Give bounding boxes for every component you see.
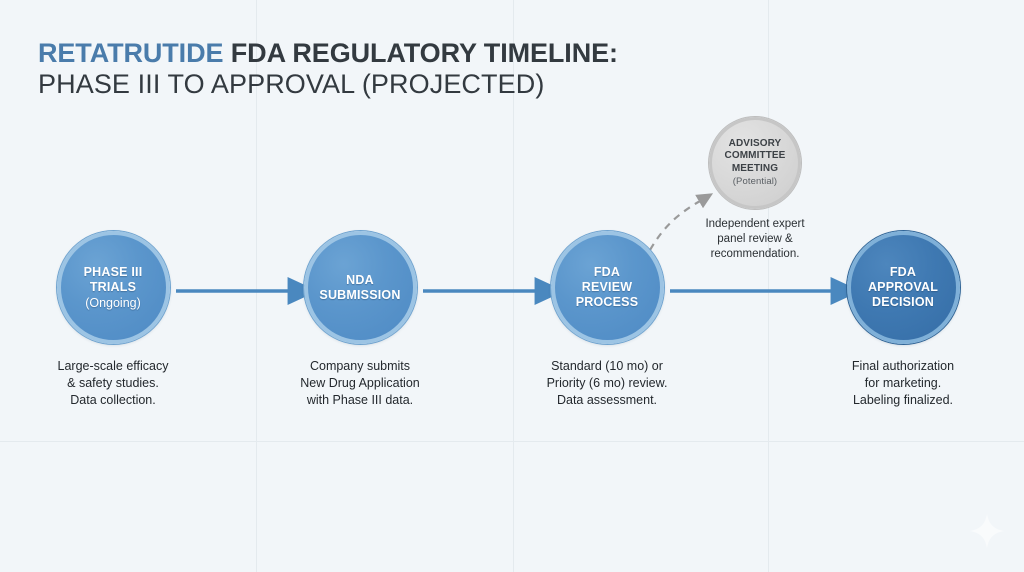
- node-fda-approval-decision[interactable]: FDA APPROVAL DECISION Final authorizatio…: [803, 231, 1003, 409]
- title-line-1: RETATRUTIDE FDA REGULATORY TIMELINE:: [38, 38, 618, 69]
- node-nda-submission[interactable]: NDA SUBMISSION Company submits New Drug …: [260, 231, 460, 409]
- node-label-text: FDA APPROVAL DECISION: [867, 265, 939, 309]
- node-fda-review-process[interactable]: FDA REVIEW PROCESS Standard (10 mo) or P…: [507, 231, 707, 409]
- advisory-caption: Independent expert panel review & recomm…: [705, 218, 805, 260]
- node-circle[interactable]: FDA REVIEW PROCESS: [550, 231, 664, 344]
- node-label-text: FDA REVIEW PROCESS: [575, 265, 639, 309]
- title-brand: RETATRUTIDE: [38, 38, 224, 68]
- node-advisory-committee-meeting[interactable]: ADVISORY COMMITTEE MEETING (Potential) I…: [665, 117, 845, 262]
- node-label-text: PHASE III TRIALS: [83, 264, 143, 294]
- advisory-label: ADVISORY COMMITTEE MEETING (Potential): [725, 138, 786, 189]
- sparkle-icon: [969, 513, 1005, 549]
- title-line-1-rest: FDA REGULATORY TIMELINE:: [223, 38, 618, 68]
- advisory-label-text: ADVISORY COMMITTEE MEETING: [724, 137, 786, 174]
- node-label: FDA APPROVAL DECISION: [862, 265, 944, 310]
- node-label-text: NDA SUBMISSION: [319, 272, 401, 302]
- node-circle[interactable]: FDA APPROVAL DECISION: [846, 231, 960, 344]
- node-label: NDA SUBMISSION: [313, 273, 406, 303]
- node-sublabel: (Ongoing): [85, 295, 141, 310]
- node-caption: Company submits New Drug Application wit…: [300, 359, 420, 407]
- advisory-sublabel: (Potential): [732, 176, 778, 188]
- node-label: PHASE III TRIALS (Ongoing): [78, 265, 149, 311]
- node-phase-iii-trials[interactable]: PHASE III TRIALS (Ongoing) Large-scale e…: [13, 231, 213, 409]
- node-caption: Final authorization for marketing. Label…: [851, 359, 955, 407]
- node-caption: Standard (10 mo) or Priority (6 mo) revi…: [546, 359, 668, 407]
- advisory-circle[interactable]: ADVISORY COMMITTEE MEETING (Potential): [709, 117, 801, 209]
- page-title: RETATRUTIDE FDA REGULATORY TIMELINE: PHA…: [38, 38, 618, 100]
- title-line-2: PHASE III TO APPROVAL (PROJECTED): [38, 69, 545, 99]
- node-label: FDA REVIEW PROCESS: [570, 265, 645, 310]
- node-circle[interactable]: NDA SUBMISSION: [303, 231, 417, 344]
- node-caption: Large-scale efficacy & safety studies. D…: [57, 359, 169, 407]
- node-circle[interactable]: PHASE III TRIALS (Ongoing): [56, 231, 170, 344]
